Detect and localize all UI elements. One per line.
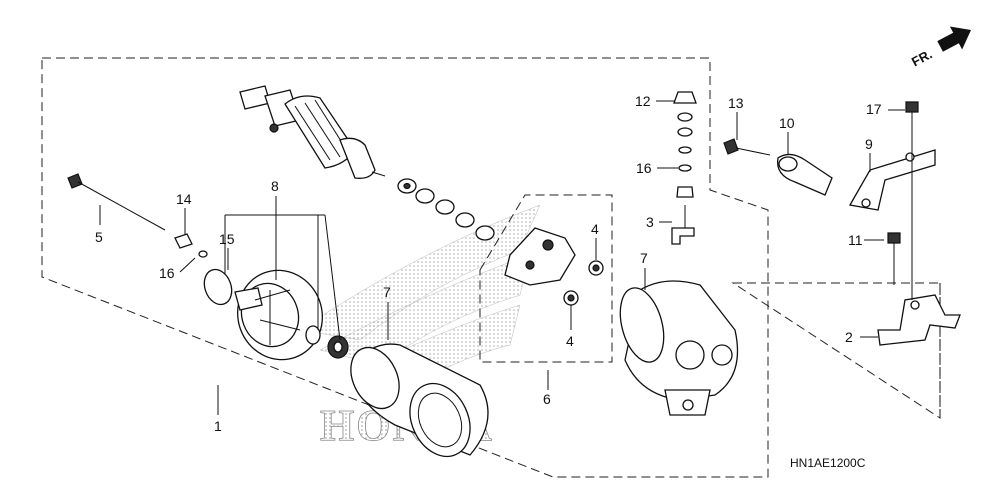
bolt-11 — [887, 232, 901, 285]
nut-stack-12 — [673, 91, 697, 198]
yoke-7-left — [350, 343, 489, 458]
callout-1: 1 — [214, 418, 222, 434]
callouts: 1 2 3 4 4 5 6 7 7 8 9 10 11 12 13 14 15 … — [95, 93, 882, 434]
bolt-5 — [67, 173, 166, 231]
arrow-icon — [937, 26, 972, 52]
callout-11: 11 — [848, 232, 863, 248]
armature — [239, 85, 386, 179]
bolt-17 — [905, 101, 919, 132]
callout-5: 5 — [95, 229, 103, 245]
front-cover-8 — [234, 269, 324, 361]
assembly-1-border — [41, 57, 769, 478]
washer-stack — [397, 178, 495, 241]
direction-label: FR. — [909, 46, 935, 69]
nut-14 — [174, 233, 193, 249]
callout-10: 10 — [779, 115, 795, 131]
callout-6: 6 — [543, 391, 551, 407]
callout-3: 3 — [646, 214, 654, 230]
bracket-9 — [848, 149, 936, 211]
callout-4a: 4 — [591, 221, 599, 237]
front-direction-indicator: FR. — [909, 26, 972, 69]
assembly-6-border — [479, 194, 613, 363]
callout-17: 17 — [866, 101, 882, 117]
bolt-13 — [723, 138, 771, 156]
spring-4-lower — [563, 290, 579, 306]
callout-12: 12 — [635, 93, 651, 109]
terminal-3 — [671, 205, 695, 245]
assembly-2-border — [731, 282, 941, 419]
callout-4b: 4 — [566, 333, 574, 349]
yoke-7-right — [619, 280, 739, 416]
callout-9: 9 — [865, 136, 873, 152]
diagram-code: HN1AE1200C — [790, 456, 866, 470]
callout-16a: 16 — [159, 265, 175, 281]
bearing-small — [305, 325, 321, 345]
leader-lines — [99, 100, 913, 415]
callout-13: 13 — [728, 95, 744, 111]
callout-7b: 7 — [640, 250, 648, 266]
bracket-2 — [877, 294, 961, 346]
spring-4-upper — [588, 260, 604, 276]
clamp-10 — [776, 153, 833, 196]
brush-holder-6 — [504, 227, 576, 286]
washer-16-left — [198, 250, 208, 258]
callout-7a: 7 — [383, 284, 391, 300]
callout-16b: 16 — [636, 160, 652, 176]
callout-2: 2 — [845, 329, 853, 345]
callout-15: 15 — [219, 231, 235, 247]
o-ring-15 — [203, 268, 233, 306]
callout-14: 14 — [176, 191, 192, 207]
callout-8: 8 — [271, 178, 279, 194]
